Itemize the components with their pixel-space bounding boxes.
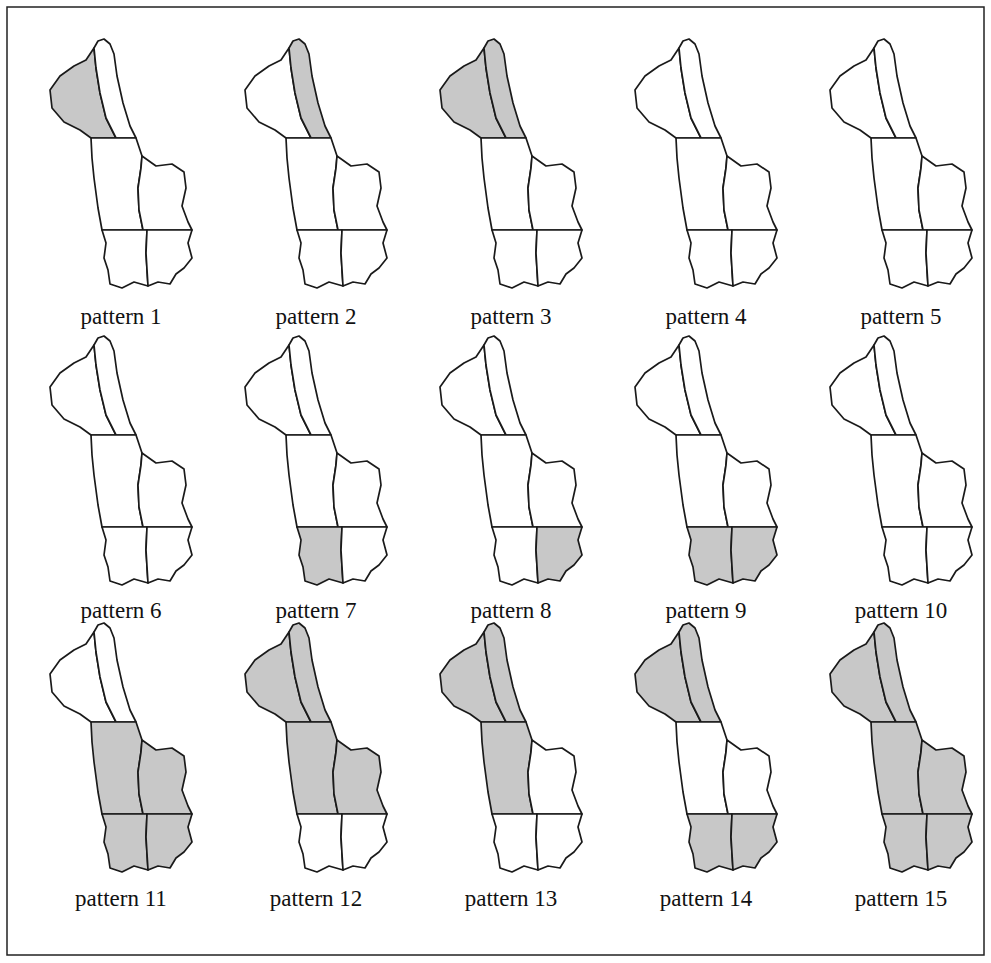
pattern-label: pattern 12: [270, 886, 363, 911]
pattern-label: pattern 15: [855, 886, 948, 911]
basin-map: [830, 623, 972, 872]
pattern-label: pattern 6: [80, 598, 161, 623]
pattern-label: pattern 1: [80, 304, 161, 329]
pattern-label: pattern 10: [855, 598, 948, 623]
pattern-label: pattern 9: [665, 598, 746, 623]
basin-map: [635, 336, 777, 585]
basin-map: [245, 39, 387, 288]
basin-map: [245, 623, 387, 872]
pattern-label: pattern 11: [75, 886, 167, 911]
pattern-label: pattern 4: [665, 304, 746, 329]
pattern-label: pattern 2: [275, 304, 356, 329]
basin-map: [440, 39, 582, 288]
basin-map: [245, 336, 387, 585]
pattern-label: pattern 7: [275, 598, 356, 623]
basin-map: [50, 623, 192, 872]
basin-map: [830, 336, 972, 585]
pattern-label: pattern 13: [465, 886, 558, 911]
figure-frame: [7, 7, 984, 955]
pattern-label: pattern 5: [860, 304, 941, 329]
basin-map: [440, 336, 582, 585]
pattern-label: pattern 8: [470, 598, 551, 623]
basin-map: [635, 623, 777, 872]
basin-map: [50, 336, 192, 585]
pattern-label: pattern 14: [660, 886, 753, 911]
basin-map: [440, 623, 582, 872]
pattern-label: pattern 3: [470, 304, 551, 329]
basin-map: [50, 39, 192, 288]
basin-map: [635, 39, 777, 288]
basin-map: [830, 39, 972, 288]
